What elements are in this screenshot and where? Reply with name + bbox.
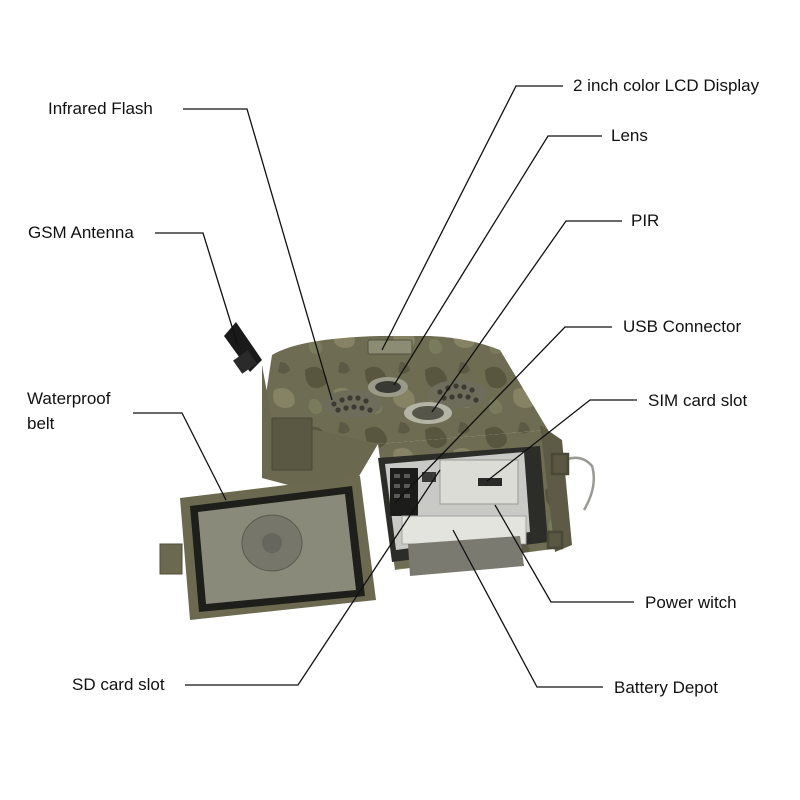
open-compartment	[378, 446, 548, 576]
label-pir: PIR	[631, 211, 660, 230]
label-usb-connector: USB Connector	[623, 317, 742, 336]
open-door	[159, 476, 376, 620]
lens-shape	[368, 377, 408, 397]
latch-hooks	[546, 452, 595, 550]
label-sd-card-slot: SD card slot	[72, 675, 165, 694]
label-lens: Lens	[611, 126, 648, 145]
leader-lens	[393, 135, 602, 386]
lcd-display-shape	[367, 339, 413, 355]
leader-sd-card-slot	[185, 469, 441, 686]
pir-shape	[404, 402, 452, 424]
label-lcd-display: 2 inch color LCD Display	[573, 76, 760, 95]
label-battery-depot: Battery Depot	[614, 678, 718, 697]
leader-power-switch	[494, 504, 634, 603]
leader-usb-connector	[394, 326, 612, 504]
leader-lines	[133, 85, 637, 688]
leader-battery-depot	[452, 529, 603, 688]
leader-infrared-flash	[183, 108, 333, 401]
leader-gsm-antenna	[155, 232, 239, 347]
leader-sim-card-slot	[486, 399, 637, 482]
label-power-switch: Power witch	[645, 593, 737, 612]
gsm-antenna-shape	[224, 322, 262, 374]
label-gsm-antenna: GSM Antenna	[28, 223, 134, 242]
leader-pir	[431, 220, 622, 413]
label-waterproof-belt: Waterproof belt	[27, 389, 111, 433]
leader-lcd-display	[381, 85, 563, 351]
label-infrared-flash: Infrared Flash	[48, 99, 153, 118]
label-sim-card-slot: SIM card slot	[648, 391, 748, 410]
infrared-flash-shape	[322, 380, 488, 418]
leader-waterproof-belt	[133, 412, 227, 501]
